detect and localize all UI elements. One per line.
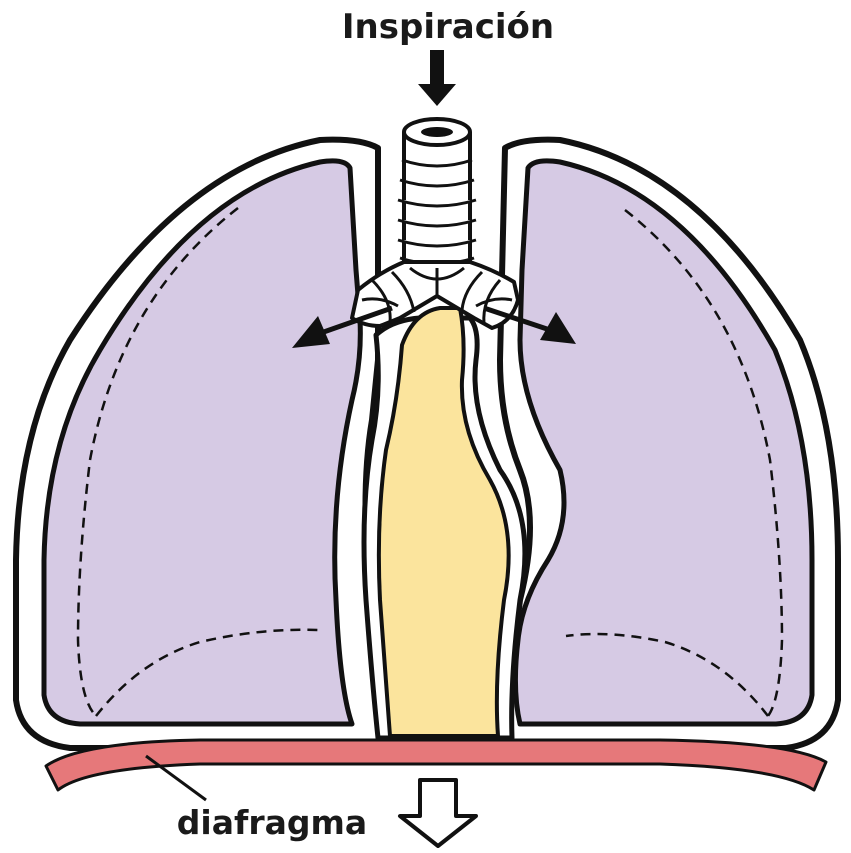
mediastinum xyxy=(379,308,509,736)
trachea xyxy=(398,119,476,274)
arrow-down-outline-icon xyxy=(400,780,476,846)
label-diafragma: diafragma xyxy=(177,803,367,842)
left-lung xyxy=(44,161,360,724)
label-inspiracion: Inspiración xyxy=(342,7,554,47)
arrow-down-solid-icon xyxy=(418,50,456,106)
